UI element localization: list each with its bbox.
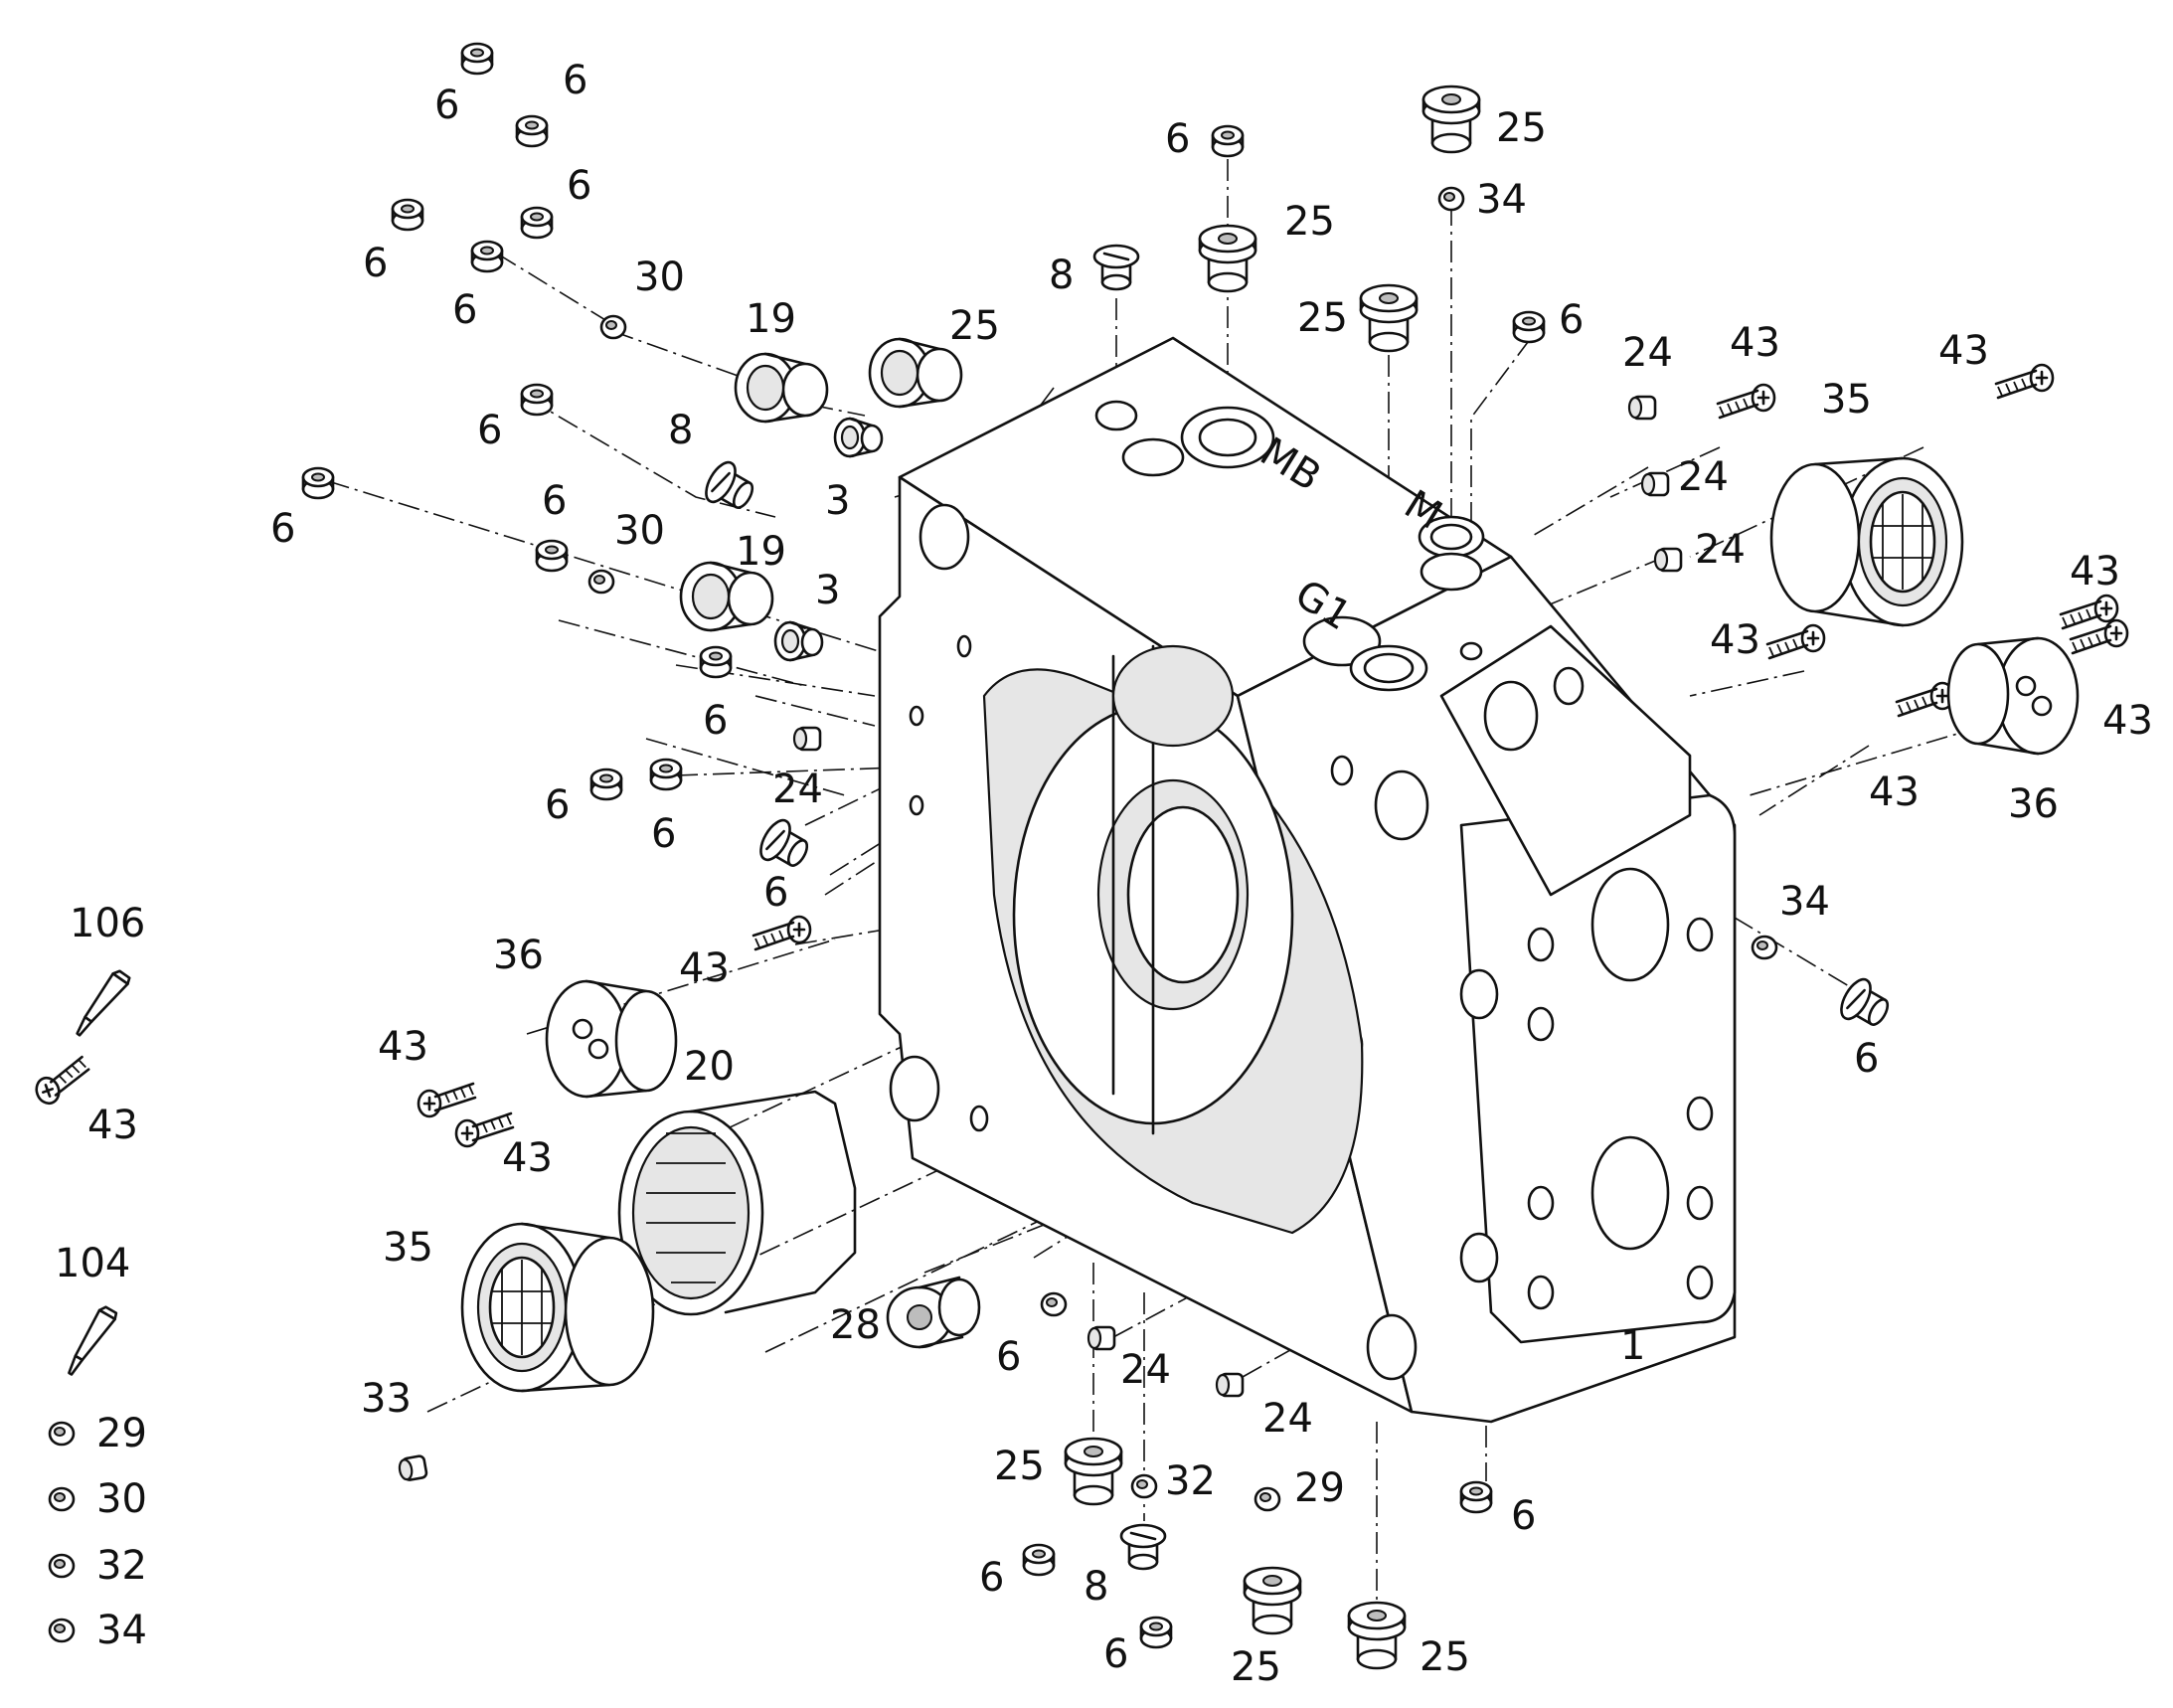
callout-29: 29 [1294,1465,1345,1511]
callout-33: 33 [361,1376,412,1422]
callout-6: 6 [542,478,567,524]
callout-labels: 6 6 6 6 6 30 19 25 6 8 3 6 6 30 19 3 6 2… [55,58,2153,1690]
callout-34: 34 [1476,177,1527,223]
callout-6: 6 [979,1555,1004,1601]
callout-24: 24 [1695,527,1746,573]
callout-6: 6 [1511,1493,1536,1539]
callout-36: 36 [2008,781,2059,827]
legend: 29 30 32 34 [96,1411,147,1653]
callout-25: 25 [1231,1644,1281,1690]
callout-106: 106 [70,901,145,946]
callout-34: 34 [1779,879,1830,925]
callout-6: 6 [363,241,388,286]
parts [29,42,2129,1670]
callout-19: 19 [746,296,796,342]
callout-43: 43 [2102,698,2153,744]
callout-43: 43 [679,945,730,991]
callout-6: 6 [434,83,459,128]
callout-6: 6 [651,811,676,857]
callout-35: 35 [383,1225,433,1271]
callout-6: 6 [563,58,587,103]
callout-43: 43 [1730,320,1780,366]
callout-25: 25 [1284,199,1335,245]
legend-32: 32 [96,1543,147,1589]
callout-43: 43 [1938,328,1989,374]
callout-1: 1 [1620,1323,1645,1369]
legend-34: 34 [96,1608,147,1653]
callout-43: 43 [502,1135,553,1181]
legend-29: 29 [96,1411,147,1456]
callout-36: 36 [493,933,544,978]
callout-6: 6 [1165,116,1190,162]
callout-6: 6 [452,287,477,333]
callout-24: 24 [1678,454,1729,500]
callout-35: 35 [1821,377,1872,423]
callout-24: 24 [1262,1396,1313,1442]
callout-6: 6 [567,163,591,209]
callout-24: 24 [772,767,823,812]
callout-19: 19 [736,529,786,575]
callout-25: 25 [1297,295,1348,341]
callout-104: 104 [55,1241,130,1286]
callout-43: 43 [1869,769,1920,815]
callout-6: 6 [545,782,570,828]
callout-6: 6 [1854,1036,1879,1082]
callout-6: 6 [1559,297,1584,343]
callout-25: 25 [1496,105,1547,151]
callout-6: 6 [763,870,788,916]
callout-3: 3 [815,568,840,613]
callout-20: 20 [684,1044,735,1090]
callout-6: 6 [477,408,502,453]
needle-sleeve [617,1090,857,1316]
callout-8: 8 [668,408,693,453]
plug-28 [886,1276,981,1349]
pump-housing: MB M G1 [878,336,1737,1424]
callout-30: 30 [614,508,665,554]
callout-3: 3 [825,478,850,524]
callout-25: 25 [994,1444,1045,1489]
callout-24: 24 [1120,1347,1171,1393]
callout-43: 43 [378,1024,428,1070]
callout-25: 25 [949,303,1000,349]
callout-6: 6 [1103,1631,1128,1677]
callout-6: 6 [270,506,295,552]
callout-25: 25 [1420,1634,1470,1680]
callout-28: 28 [830,1302,881,1348]
callout-43: 43 [87,1103,138,1148]
callout-8: 8 [1084,1564,1108,1610]
callout-8: 8 [1049,253,1074,298]
callout-6: 6 [703,698,728,744]
callout-32: 32 [1165,1458,1216,1504]
callout-43: 43 [1710,617,1760,663]
legend-30: 30 [96,1476,147,1522]
callout-6: 6 [996,1334,1021,1380]
callout-43: 43 [2070,549,2120,595]
callout-30: 30 [634,255,685,300]
callout-24: 24 [1622,330,1673,376]
